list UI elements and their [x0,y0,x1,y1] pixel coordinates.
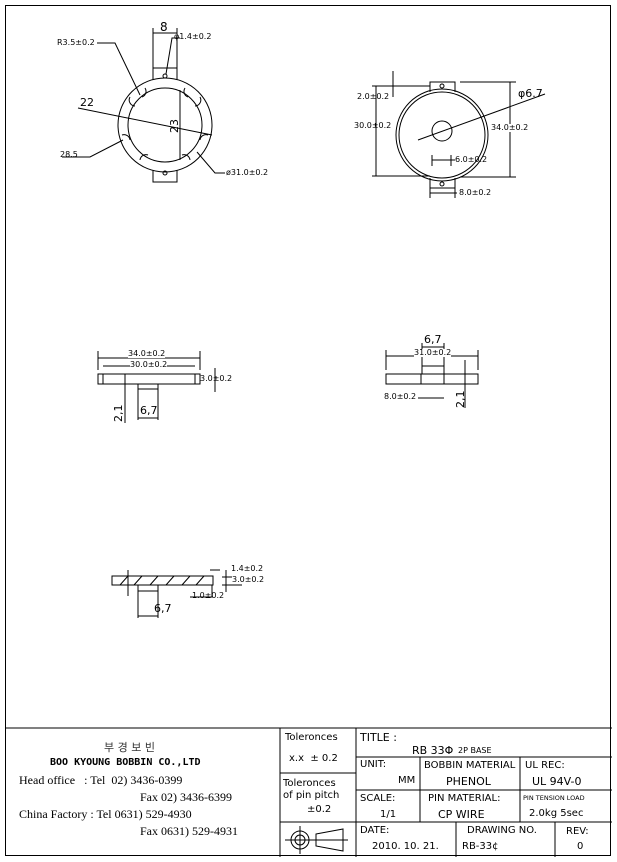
dim-label: 8.0±0.2 [459,188,492,197]
ul-value: UL 94V-0 [532,775,582,788]
dim-label: 30.0±0.2 [130,360,168,369]
tolerances-label: Toleronces [285,732,338,743]
dim-label: 6,7 [140,404,158,417]
section-view-drawing [111,569,242,618]
dim-label: 8.0±0.2 [384,392,417,401]
head-office-tel: Head office : Tel 02) 3436-0399 [19,773,183,787]
unit-label: UNIT: [360,759,387,770]
drawing-no-label: DRAWING NO. [467,825,537,836]
title-sub: 2P BASE [458,746,492,755]
pin-tension-label: PIN TENSION LOAD [523,794,585,802]
date-value: 2010. 10. 21. [372,841,439,852]
drawing-no-value: RB-33¢ [462,841,499,852]
bobbin-material-label: BOBBIN MATERIAL [424,760,516,771]
rev-label: REV: [566,826,589,837]
china-factory-fax: Fax 0631) 529-4931 [140,824,238,838]
pin-tension-value: 2.0kg 5sec [529,808,584,819]
ul-label: UL REC: [525,760,565,771]
rev-value: 0 [577,841,584,852]
title-label: TITLE : [360,731,397,744]
side-view-1-drawing [97,351,216,423]
dim-label: 6,7 [424,333,442,346]
tolerances-value: x.x ± 0.2 [289,753,338,764]
dim-label: 1.4±0.2 [231,564,264,573]
drawing-frame [5,5,611,856]
projection-symbol-icon [285,826,348,854]
company-name: BOO KYOUNG BOBBIN CO.,LTD [50,757,201,768]
dim-label: 23 [168,119,181,133]
china-factory-tel: China Factory : Tel 0631) 529-4930 [19,807,192,821]
date-label: DATE: [360,825,390,836]
dim-label: 3.0±0.2 [232,575,265,584]
dim-label: 22 [80,96,94,109]
dim-label: 3.0±0.2 [200,374,233,383]
dim-label: φ6.7 [518,87,543,100]
dim-label: 2,1 [454,390,467,409]
dim-label: 28.5 [60,150,78,159]
dim-label: 34.0±0.2 [491,123,529,132]
dim-label: 2,1 [112,404,125,423]
dim-label: 8 [160,20,168,34]
dim-label: ø31.0±0.2 [226,168,269,177]
scale-value: 1/1 [380,809,397,820]
bottom-view-drawing [372,71,546,198]
head-office-fax: Fax 02) 3436-6399 [140,790,232,804]
title-main: RB 33Φ [412,744,454,757]
pin-tolerances-label-2: of pin pitch [283,790,340,801]
dim-label: 31.0±0.2 [414,348,452,357]
dim-label: 1.0±0.2 [192,591,225,600]
pin-material-label: PIN MATERIAL: [428,793,501,804]
dim-label: 6,7 [154,602,172,615]
dim-label: 6.0±0.2 [455,155,488,164]
title-block-lines [5,727,612,857]
pin-tolerances-label: Toleronces [283,778,336,789]
pin-tolerances-value: ±0.2 [307,804,332,815]
dim-label: φ1.4±0.2 [174,32,212,41]
scale-label: SCALE: [360,793,396,804]
company-name-korean: 부 경 보 빈 [104,741,155,754]
bobbin-material-value: PHENOL [446,775,491,788]
pin-material-value: CP WIRE [438,808,485,821]
top-view-drawing [62,28,225,183]
dim-label: 30.0±0.2 [354,121,392,130]
dim-label: 2.0±0.2 [357,92,390,101]
unit-value: MM [398,775,416,786]
dim-label: 34.0±0.2 [128,349,166,358]
dim-label: R3.5±0.2 [57,38,95,47]
